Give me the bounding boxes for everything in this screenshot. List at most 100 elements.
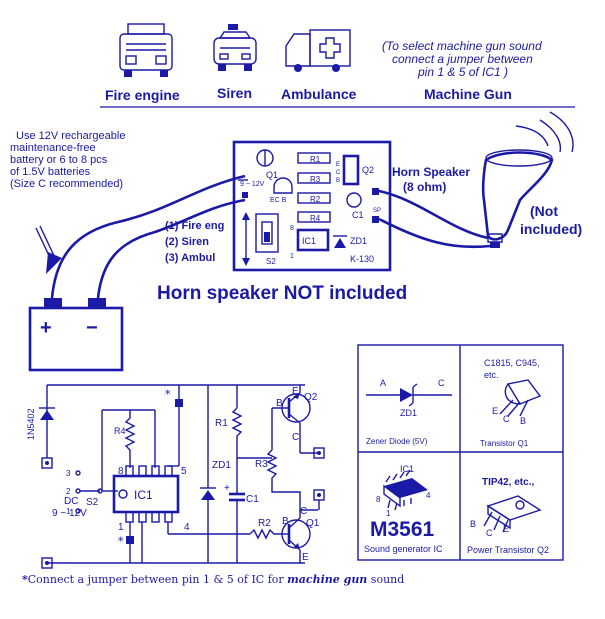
- machine-gun-note: (To select machine gun sound connect a j…: [382, 39, 542, 79]
- mg-note-line-2: connect a jumper between: [392, 52, 533, 66]
- ambulance-icon: [285, 29, 351, 72]
- sch-dc: DC: [64, 496, 78, 507]
- sch-star-bot: *: [118, 535, 124, 548]
- pcb-q2: Q2: [362, 165, 374, 175]
- battery-note-2: maintenance-free: [10, 142, 96, 154]
- ic-pin8: 8: [376, 495, 381, 504]
- pcb-sp: SP: [373, 208, 381, 214]
- sch-r3: R3: [255, 459, 268, 470]
- label-ambulance: Ambulance: [281, 86, 357, 102]
- battery-note-3: battery or 6 to 8 pcs: [10, 154, 108, 166]
- pcb-kit: K-130: [350, 254, 374, 264]
- label-machine-gun: Machine Gun: [424, 86, 512, 102]
- sch-c1: C1: [246, 494, 259, 505]
- pcb-pin8: 8: [290, 225, 294, 232]
- pcb-q2-b: B: [336, 178, 340, 184]
- sch-sw3: 3: [66, 469, 71, 478]
- q2-pin-e: E: [503, 524, 509, 534]
- mg-note-line-1: (To select machine gun sound: [382, 39, 542, 53]
- q1-types-1: C1815, C945,: [484, 358, 540, 368]
- q1-caption: Transistor Q1: [480, 439, 529, 448]
- pcb-r2: R2: [310, 195, 321, 204]
- sch-q1-c: C: [300, 506, 307, 517]
- horn-label-1: Horn Speaker: [392, 165, 470, 179]
- speaker-wire-1: [378, 189, 489, 240]
- q1-pin-c: C: [503, 414, 510, 424]
- sch-q2-e: E: [292, 386, 299, 397]
- pcb-r3: R3: [310, 175, 321, 184]
- mg-note-line-3: pin 1 & 5 of IC1 ): [417, 65, 508, 79]
- pcb-board: Q1 9 ~ 12V EC B R1 R3 R2 R4 Q2 E C B C1 …: [232, 140, 392, 272]
- sch-q2: Q2: [304, 392, 318, 403]
- ic-label: IC1: [400, 464, 414, 474]
- to92-transistor-icon: [499, 379, 542, 417]
- horn-label-2: (8 ohm): [403, 180, 446, 194]
- ic-part-number: M3561: [370, 518, 435, 541]
- q1-types-2: etc.: [484, 370, 499, 380]
- pcb-q1-label: Q1: [266, 170, 278, 180]
- footnote: *Connect a jumper between pin 1 & 5 of I…: [22, 573, 404, 586]
- fire-engine-icon: [119, 23, 173, 77]
- battery-icon: + −: [28, 298, 124, 372]
- q1-pin-e: E: [492, 406, 498, 416]
- q1-pin-b: B: [520, 416, 526, 426]
- footnote-tail: sound: [367, 573, 404, 586]
- sch-sw2: 2: [66, 487, 71, 496]
- pcb-ecb-label: EC B: [270, 197, 287, 204]
- not-included-2: included): [520, 221, 582, 237]
- ic-pin4: 4: [426, 491, 431, 500]
- sch-r1: R1: [215, 418, 228, 429]
- battery-plus: +: [40, 317, 52, 339]
- battery-note-5: (Size C recommended): [10, 178, 123, 190]
- positive-wire: [50, 174, 246, 299]
- label-siren: Siren: [217, 85, 252, 101]
- sch-r2: R2: [258, 518, 271, 529]
- zener-caption: Zener Diode (5V): [366, 437, 428, 446]
- sch-pin1: 1: [118, 522, 124, 533]
- q2-pin-b: B: [470, 519, 476, 529]
- battery-minus: −: [86, 317, 98, 339]
- battery-note-1: Use 12V rechargeable: [16, 130, 125, 142]
- sch-r4: R4: [114, 426, 126, 436]
- q2-pin-c: C: [486, 528, 493, 538]
- sch-zd1: ZD1: [212, 460, 231, 471]
- pcb-q2-e: E: [336, 162, 340, 168]
- option-siren: (2) Siren: [165, 236, 209, 248]
- footnote-emph: machine gun: [287, 573, 367, 586]
- pcb-c1: C1: [352, 210, 364, 220]
- battery-arrow-icon: [35, 225, 62, 274]
- sch-diode-label: 1N5402: [26, 408, 36, 440]
- q2-types: TIP42, etc.,: [482, 477, 534, 488]
- pcb-r4: R4: [310, 214, 321, 223]
- footnote-text: Connect a jumper between pin 1 & 5 of IC…: [28, 573, 287, 586]
- battery-note-4: of 1.5V batteries: [10, 166, 91, 178]
- pcb-r1: R1: [310, 155, 321, 164]
- ic-pin1: 1: [386, 509, 391, 518]
- not-included-1: (Not: [530, 203, 558, 219]
- pcb-s2: S2: [266, 257, 276, 266]
- sch-q1-e: E: [302, 552, 309, 563]
- zener-label: ZD1: [400, 408, 417, 418]
- warning-title: Horn speaker NOT included: [157, 283, 407, 304]
- sch-s2: S2: [86, 497, 99, 508]
- sch-pin4: 4: [184, 522, 190, 533]
- sch-q2-c: C: [292, 432, 299, 443]
- zener-c: C: [438, 378, 445, 388]
- sch-pin8: 8: [118, 466, 124, 477]
- ic-caption: Sound generator IC: [364, 544, 443, 554]
- zener-a: A: [380, 378, 386, 388]
- q2-caption: Power Transistor Q2: [467, 545, 549, 555]
- label-fire-engine: Fire engine: [105, 87, 180, 103]
- to220-transistor-icon: [483, 495, 542, 533]
- pcb-ic1: IC1: [302, 236, 316, 246]
- horn-speaker-icon: [481, 111, 574, 248]
- parts-table: A C ZD1 Zener Diode (5V) C1815, C945, et…: [357, 344, 564, 561]
- sch-q1-b: B: [282, 516, 289, 527]
- negative-wire: [96, 198, 246, 299]
- pcb-zd1: ZD1: [350, 236, 367, 246]
- option-fire: (1) Fire eng: [165, 220, 224, 232]
- schematic: 1N5402 DC 9 ~ 12V 3 2 1 S2 R4 IC1: [26, 384, 325, 569]
- option-ambul: (3) Ambul: [165, 252, 215, 264]
